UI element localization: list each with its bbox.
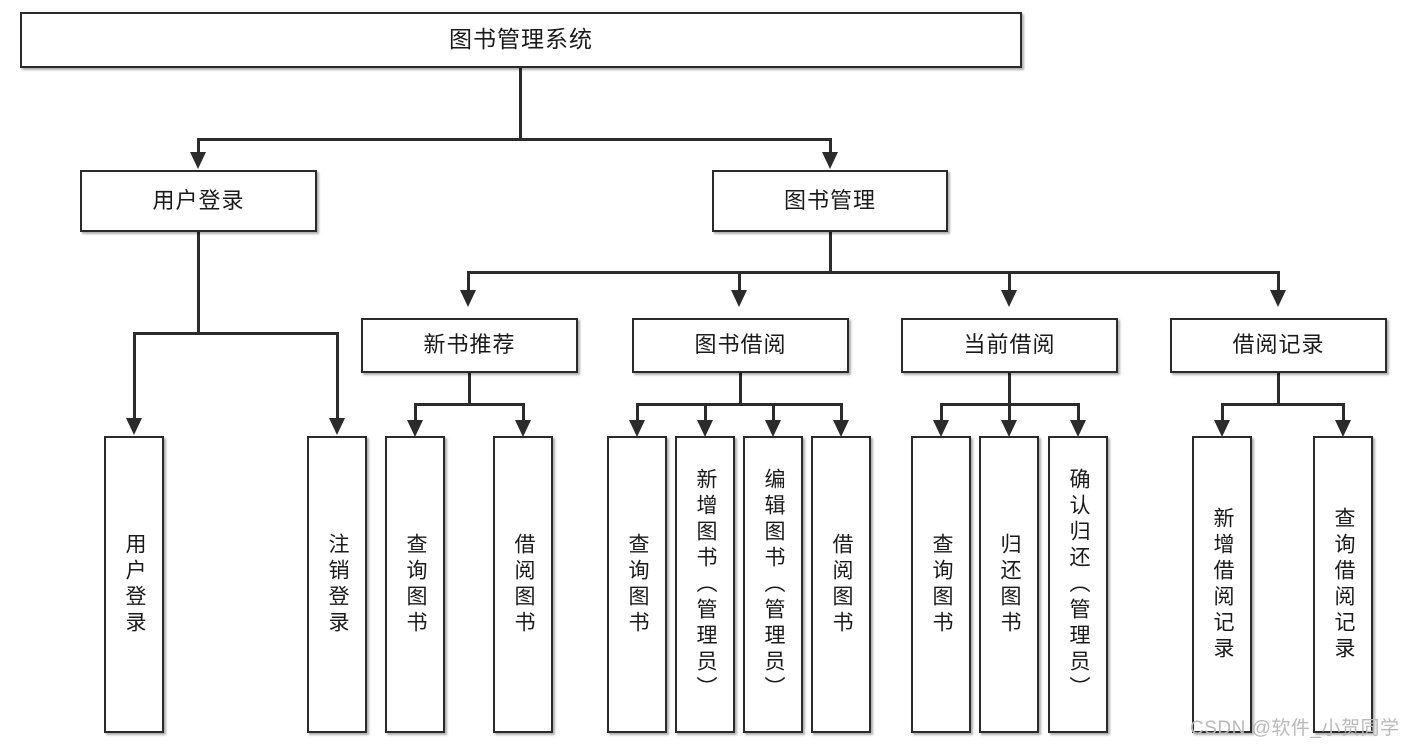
edge-user-login-leaf-1 xyxy=(336,332,339,421)
edge-current-borrow-leaf-1 xyxy=(1008,403,1011,423)
node-label: 借阅记录 xyxy=(1232,332,1325,358)
node-current-borrow[interactable]: 当前借阅 xyxy=(901,318,1118,373)
node-borrow-record[interactable]: 借阅记录 xyxy=(1170,318,1387,373)
edge-to-new-book xyxy=(467,271,470,293)
node-label: 借阅图书 xyxy=(512,532,536,637)
node-label: 借阅图书 xyxy=(830,532,854,637)
edge-book-borrow-leaf-3 xyxy=(840,403,843,423)
node-label: 用户登录 xyxy=(123,532,147,637)
arrow-book-borrow-leaf-0 xyxy=(629,420,645,437)
edge-root-split-bar xyxy=(197,138,832,141)
node-label: 当前借阅 xyxy=(963,332,1056,358)
node-label: 注销登录 xyxy=(326,532,350,637)
edge-book-borrow-leaf-0 xyxy=(636,403,639,423)
edge-user-login-leaf-0 xyxy=(133,332,136,421)
edge-new-book-leaf-0 xyxy=(414,403,417,423)
arrow-new-book-leaf-1 xyxy=(515,420,531,437)
node-leaf-borrow-book[interactable]: 借阅图书 xyxy=(811,436,871,733)
node-leaf-query-book-new[interactable]: 查询图书 xyxy=(385,436,445,733)
node-leaf-confirm-return-admin[interactable]: 确认归还（管理员） xyxy=(1048,436,1108,733)
node-label: 用户登录 xyxy=(152,187,245,213)
arrow-borrow-record-leaf-1 xyxy=(1335,420,1351,437)
node-label: 图书借阅 xyxy=(694,332,787,358)
node-label: 查询借阅记录 xyxy=(1332,506,1356,663)
node-label: 归还图书 xyxy=(998,532,1022,637)
edge-user-login-split-bar xyxy=(133,332,339,335)
node-leaf-query-book-current[interactable]: 查询图书 xyxy=(911,436,971,733)
node-label: 编辑图书（管理员） xyxy=(762,467,786,702)
edge-user-login-stem xyxy=(197,232,200,335)
arrow-current-borrow-leaf-0 xyxy=(933,420,949,437)
arrow-user-login-leaf-0 xyxy=(126,418,142,435)
edge-current-borrow-leaf-0 xyxy=(940,403,943,423)
arrow-current-borrow-leaf-2 xyxy=(1070,420,1086,437)
edge-to-borrow-record xyxy=(1277,271,1280,293)
node-label: 新增借阅记录 xyxy=(1211,506,1235,663)
edge-book-borrow-stem xyxy=(739,373,742,406)
node-leaf-edit-book-admin[interactable]: 编辑图书（管理员） xyxy=(743,436,803,733)
edge-book-borrow-leaf-1 xyxy=(704,403,707,423)
node-leaf-query-borrow-record[interactable]: 查询借阅记录 xyxy=(1313,436,1373,733)
node-label: 查询图书 xyxy=(404,532,428,637)
node-label: 图书管理系统 xyxy=(449,26,593,53)
edge-root-stem xyxy=(519,68,522,140)
arrow-to-borrow-record xyxy=(1270,290,1286,307)
arrow-user-login-leaf-1 xyxy=(329,418,345,435)
arrow-book-borrow-leaf-3 xyxy=(833,420,849,437)
arrow-borrow-record-leaf-0 xyxy=(1214,420,1230,437)
edge-root-to-user-login xyxy=(197,138,200,156)
edge-root-to-book-management xyxy=(829,138,832,156)
node-new-book-recommend[interactable]: 新书推荐 xyxy=(361,318,578,373)
node-user-login[interactable]: 用户登录 xyxy=(80,170,317,232)
arrow-new-book-leaf-0 xyxy=(407,420,423,437)
edge-current-borrow-leaf-2 xyxy=(1077,403,1080,423)
node-label: 查询图书 xyxy=(930,532,954,637)
edge-book-management-stem xyxy=(829,232,832,274)
node-label: 图书管理 xyxy=(783,187,876,213)
node-leaf-user-login[interactable]: 用户登录 xyxy=(104,436,164,733)
edge-new-book-leaf-1 xyxy=(522,403,525,423)
arrow-to-book-management xyxy=(822,152,838,169)
node-root-book-management-system[interactable]: 图书管理系统 xyxy=(20,12,1022,68)
node-book-borrow[interactable]: 图书借阅 xyxy=(632,318,849,373)
node-book-management[interactable]: 图书管理 xyxy=(712,170,948,232)
arrow-to-new-book xyxy=(460,290,476,307)
node-leaf-add-borrow-record[interactable]: 新增借阅记录 xyxy=(1192,436,1252,733)
node-label: 查询图书 xyxy=(626,532,650,637)
edge-to-current-borrow xyxy=(1008,271,1011,293)
node-label: 新书推荐 xyxy=(423,332,516,358)
node-leaf-logout[interactable]: 注销登录 xyxy=(307,436,367,733)
edge-borrow-record-split-bar xyxy=(1221,403,1345,406)
edge-borrow-record-leaf-0 xyxy=(1221,403,1224,423)
edge-new-book-split-bar xyxy=(414,403,525,406)
edge-to-book-borrow xyxy=(738,271,741,293)
edge-borrow-record-leaf-1 xyxy=(1342,403,1345,423)
node-leaf-add-book-admin[interactable]: 新增图书（管理员） xyxy=(675,436,735,733)
arrow-current-borrow-leaf-1 xyxy=(1001,420,1017,437)
edge-book-borrow-split-bar xyxy=(636,403,843,406)
edge-level2-split-bar xyxy=(467,271,1280,274)
arrow-to-current-borrow xyxy=(1001,290,1017,307)
node-leaf-borrow-book-new[interactable]: 借阅图书 xyxy=(493,436,553,733)
node-leaf-return-book[interactable]: 归还图书 xyxy=(979,436,1039,733)
edge-book-borrow-leaf-2 xyxy=(772,403,775,423)
node-label: 确认归还（管理员） xyxy=(1067,467,1091,702)
arrow-book-borrow-leaf-2 xyxy=(765,420,781,437)
arrow-to-book-borrow xyxy=(731,290,747,307)
edge-new-book-stem xyxy=(468,373,471,406)
edge-borrow-record-stem xyxy=(1277,373,1280,406)
node-label: 新增图书（管理员） xyxy=(694,467,718,702)
arrow-to-user-login xyxy=(190,152,206,169)
edge-current-borrow-stem xyxy=(1008,373,1011,406)
node-leaf-query-book[interactable]: 查询图书 xyxy=(607,436,667,733)
arrow-book-borrow-leaf-1 xyxy=(697,420,713,437)
